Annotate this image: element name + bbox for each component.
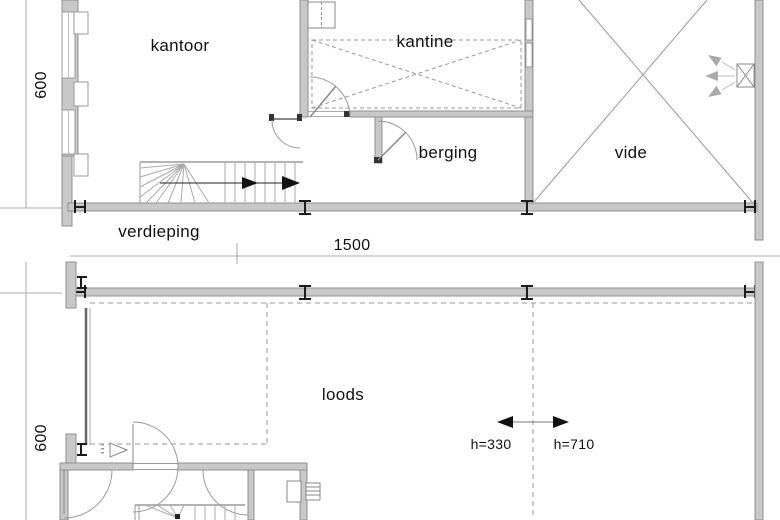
upper-plan — [61, 0, 764, 241]
stair-direction-arrow — [282, 176, 300, 190]
room-label-kantine: kantine — [396, 32, 454, 51]
room-label-kantoor: kantoor — [150, 36, 210, 55]
dimension-width: 1500 — [333, 237, 371, 254]
wall-kantine-vide — [524, 0, 534, 205]
upper-left-wall — [61, 0, 89, 227]
kantine-dashed-zone — [311, 39, 522, 109]
airflow-arrows-icon — [705, 55, 736, 97]
wall-kantine-berging — [308, 110, 534, 118]
staircase-upper — [139, 161, 303, 204]
height-annotation-330: h=330 — [470, 436, 512, 452]
room-label-vide: vide — [614, 143, 648, 162]
duct-block-icon — [286, 480, 321, 503]
staircase-lower — [134, 504, 245, 520]
lower-plan — [59, 261, 764, 520]
door-swing-berging — [377, 120, 418, 161]
height-annotation-710: h=710 — [553, 436, 595, 452]
roof-hatch-icon — [307, 1, 336, 29]
dimension-height-lower: 600 — [33, 424, 50, 452]
room-label-berging: berging — [418, 143, 478, 162]
upper-bottom-wall — [67, 202, 758, 212]
dimension-height-upper: 600 — [33, 71, 50, 99]
floor-label-verdieping: verdieping — [118, 222, 200, 241]
wall-kantoor-kantine — [299, 0, 309, 118]
door-swing-kantine — [309, 76, 351, 118]
stair-winder-fan — [139, 163, 210, 204]
wall-berging — [374, 116, 383, 164]
door-swing-kantoor — [269, 114, 302, 149]
lower-top-wall — [67, 287, 758, 297]
vide-cross — [532, 0, 754, 204]
height-zone-arrow — [497, 416, 569, 428]
lower-right-wall — [754, 261, 764, 520]
door-swings-lower — [63, 421, 249, 519]
upper-right-wall — [754, 0, 764, 241]
dashed-projection-lines — [90, 302, 753, 518]
room-label-loods: loods — [321, 385, 365, 404]
column-markers-upper — [74, 200, 756, 215]
level-marker-triangle-icon — [101, 442, 129, 458]
lower-interior-walls — [59, 462, 308, 520]
vent-box-icon — [736, 63, 755, 88]
